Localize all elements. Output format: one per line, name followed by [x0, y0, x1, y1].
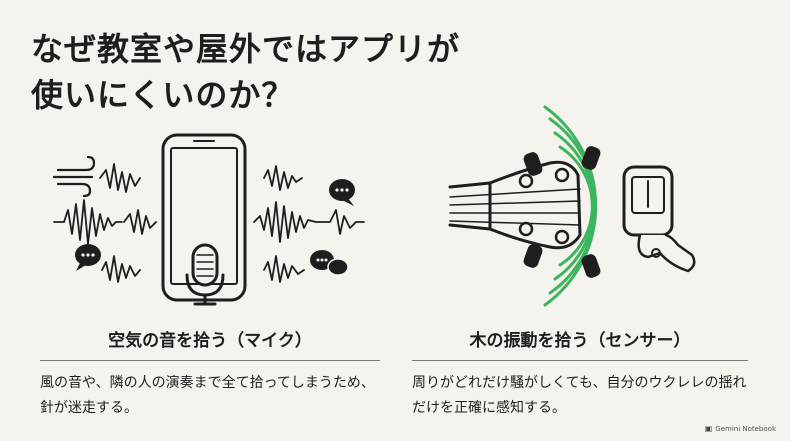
sensor-vibration-illustration — [448, 105, 696, 307]
sensor-panel-heading: 木の振動を拾う（センサー） — [469, 331, 691, 351]
page-title: なぜ教室や屋外ではアプリが 使いにくいのか？ — [31, 26, 460, 118]
left-divider — [40, 360, 380, 361]
sound-wave-icon — [53, 163, 157, 283]
microphone-panel-description: 風の音や、隣の人の演奏まで全て拾ってしまうため、針が迷走する。 — [40, 375, 375, 416]
speech-bubble-icon — [329, 179, 355, 206]
clip-tuner-icon — [622, 165, 696, 273]
title-line-2: 使いにくいのか？ — [31, 76, 295, 114]
speech-bubble-icon — [310, 250, 349, 276]
source-badge-label: Gemini Notebook — [715, 424, 776, 433]
sound-wave-icon — [253, 165, 365, 283]
sensor-panel-description: 周りがどれだけ騒がしくても、自分のウクレレの揺れだけを正確に感知する。 — [412, 375, 747, 416]
wind-icon — [52, 155, 96, 198]
microphone-icon — [185, 243, 225, 306]
smartphone-icon — [161, 133, 247, 302]
microphone-noise-illustration — [52, 133, 365, 306]
speech-bubble-icon — [75, 244, 101, 271]
right-divider — [412, 360, 748, 361]
ukulele-headstock-icon — [448, 146, 601, 278]
title-line-1: なぜ教室や屋外ではアプリが — [31, 30, 461, 68]
microphone-panel-heading: 空気の音を拾う（マイク） — [108, 331, 312, 351]
source-badge: ▣ Gemini Notebook — [705, 424, 776, 433]
notebook-icon: ▣ — [704, 424, 713, 433]
